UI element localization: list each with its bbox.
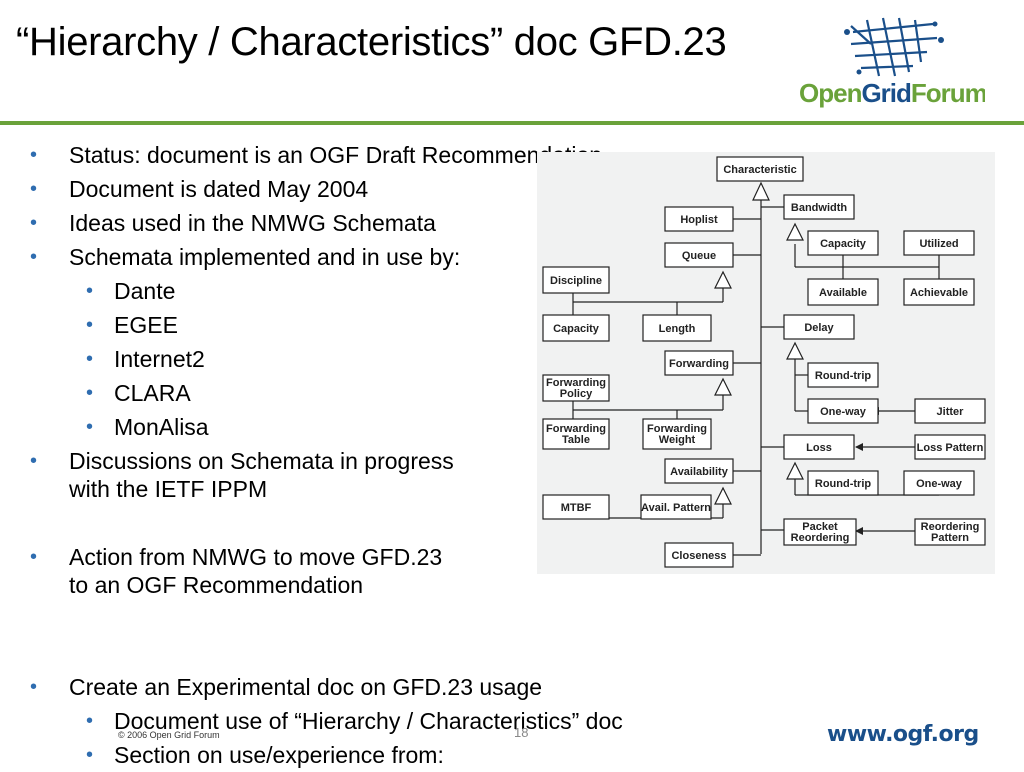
bullet-dated: • Document is dated May 2004 [30, 172, 369, 206]
bullet-dot: • [86, 280, 94, 302]
node-round-trip-delay: Round-trip [815, 370, 871, 382]
bullet-text: EGEE [114, 312, 178, 338]
bullet-discussions: • Discussions on Schemata in progress [30, 444, 454, 478]
node-loss: Loss [806, 442, 832, 454]
node-packet-reordering-line1: Packet [802, 521, 838, 533]
diagram-inheritance-triangles [714, 181, 804, 505]
diagram-labels: Characteristic Hoplist Queue Discipline … [546, 164, 984, 562]
bullet-dot: • [86, 416, 94, 438]
footer-url[interactable]: www.ogf.org [827, 722, 979, 747]
title-divider [0, 121, 1024, 125]
bullet-schemata: • Schemata implemented and in use by: [30, 240, 461, 274]
bullet-action: • Action from NMWG to move GFD.23 [30, 540, 443, 574]
bullet-dot: • [30, 144, 38, 166]
node-capacity-right: Capacity [820, 238, 867, 250]
bullet-dot: • [30, 178, 38, 200]
node-availability: Availability [670, 466, 729, 478]
node-forwarding: Forwarding [669, 358, 729, 370]
bullet-text: MonAlisa [114, 414, 209, 440]
bullet-text: Document use of “Hierarchy / Characteris… [114, 708, 623, 734]
node-reordering-pattern-line2: Pattern [931, 532, 969, 544]
svg-text:OpenGridForum: OpenGridForum [799, 78, 985, 108]
diagram-connectors [572, 200, 940, 556]
node-utilized: Utilized [919, 238, 958, 250]
node-loss-pattern: Loss Pattern [917, 442, 984, 454]
bullet-create-doc: • Create an Experimental doc on GFD.23 us… [30, 670, 543, 704]
node-length: Length [659, 323, 696, 335]
sub-bullet-clara: • CLARA [86, 376, 191, 410]
node-queue: Queue [682, 250, 716, 262]
sub-bullet-section-use: • Section on use/experience from: [86, 738, 444, 772]
footer-copyright: © 2006 Open Grid Forum [118, 730, 220, 740]
bullet-text: Section on use/experience from: [114, 742, 444, 768]
characteristics-hierarchy-diagram: Characteristic Hoplist Queue Discipline … [537, 152, 995, 574]
sub-bullet-monalisa: • MonAlisa [86, 410, 209, 444]
bullet-ideas: • Ideas used in the NMWG Schemata [30, 206, 436, 240]
bullet-dot: • [30, 246, 38, 268]
bullet-dot: • [86, 382, 94, 404]
node-packet-reordering-line2: Reordering [791, 532, 850, 544]
node-forwarding-table-line2: Table [562, 434, 590, 446]
bullet-text: Action from NMWG to move GFD.23 [69, 544, 443, 570]
node-available: Available [819, 287, 867, 299]
logo-text-grid: Grid [861, 78, 911, 108]
node-closeness: Closeness [671, 550, 726, 562]
sub-bullet-internet2: • Internet2 [86, 342, 205, 376]
hierarchy-diagram-svg: Characteristic Hoplist Queue Discipline … [542, 156, 986, 568]
node-avail-pattern: Avail. Pattern [641, 502, 711, 514]
node-one-way-delay: One-way [820, 406, 867, 418]
bullet-text: Internet2 [114, 346, 205, 372]
sub-bullet-dante: • Dante [86, 274, 176, 308]
node-characteristic: Characteristic [723, 164, 796, 176]
bullet-dot: • [86, 348, 94, 370]
node-forwarding-weight-line1: Forwarding [647, 423, 707, 435]
bullet-text: Discussions on Schemata in progress [69, 448, 454, 474]
bullet-text: Ideas used in the NMWG Schemata [69, 210, 436, 236]
slide-title: “Hierarchy / Characteristics” doc GFD.23 [16, 20, 727, 64]
node-forwarding-policy-line1: Forwarding [546, 377, 606, 389]
bullet-text: Status: document is an OGF Draft Recomme… [69, 142, 603, 168]
node-jitter: Jitter [937, 406, 965, 418]
logo-text-open: Open [799, 78, 862, 108]
logo-text-forum: Forum [911, 78, 985, 108]
node-mtbf: MTBF [561, 502, 592, 514]
bullet-text: Schemata implemented and in use by: [69, 244, 461, 270]
bullet-dot: • [30, 450, 38, 472]
bullet-dot: • [86, 744, 94, 766]
node-round-trip-loss: Round-trip [815, 478, 871, 490]
node-capacity-left: Capacity [553, 323, 600, 335]
bullet-dot: • [86, 314, 94, 336]
node-forwarding-table-line1: Forwarding [546, 423, 606, 435]
node-achievable: Achievable [910, 287, 968, 299]
node-forwarding-policy-line2: Policy [560, 388, 593, 400]
node-delay: Delay [804, 322, 834, 334]
bullet-dot: • [30, 212, 38, 234]
bullet-dot: • [30, 676, 38, 698]
bullet-text: CLARA [114, 380, 191, 406]
sub-bullet-document-use: • Document use of “Hierarchy / Characteri… [86, 704, 623, 738]
grid-mesh-icon [850, 17, 938, 77]
bullet-discussions-continuation: with the IETF IPPM [69, 476, 268, 502]
bullet-text: Dante [114, 278, 176, 304]
node-forwarding-weight-line2: Weight [659, 434, 696, 446]
bullet-dot: • [86, 710, 94, 732]
open-grid-forum-logo: OpenGridForum [799, 17, 985, 108]
bullet-dot: • [30, 546, 38, 568]
sub-bullet-egee: • EGEE [86, 308, 178, 342]
diagram-boxes [542, 156, 986, 568]
node-one-way-loss: One-way [916, 478, 963, 490]
bullet-action-continuation: to an OGF Recommendation [69, 572, 364, 598]
node-reordering-pattern-line1: Reordering [921, 521, 980, 533]
node-discipline: Discipline [550, 275, 602, 287]
bullet-text: Create an Experimental doc on GFD.23 usa… [69, 674, 543, 700]
bullet-text: Document is dated May 2004 [69, 176, 369, 202]
page-number: 18 [514, 725, 529, 740]
node-hoplist: Hoplist [680, 214, 718, 226]
node-bandwidth: Bandwidth [791, 202, 847, 214]
bullet-status: • Status: document is an OGF Draft Recomm… [30, 138, 603, 172]
